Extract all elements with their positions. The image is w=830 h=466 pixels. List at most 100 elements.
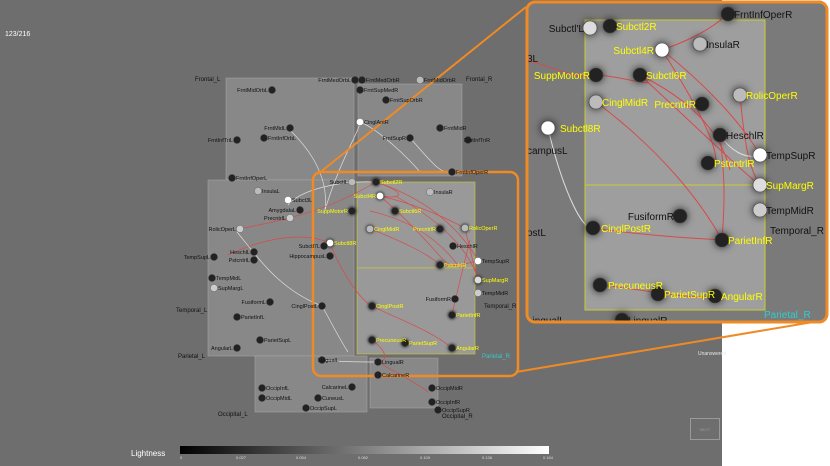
graph-node[interactable] — [233, 344, 241, 352]
graph-node[interactable] — [320, 242, 328, 250]
graph-node[interactable] — [416, 76, 424, 84]
graph-node[interactable] — [358, 76, 366, 84]
graph-node[interactable] — [474, 276, 482, 284]
zoom-graph-node[interactable] — [582, 20, 598, 36]
graph-node[interactable] — [250, 248, 258, 256]
graph-node[interactable] — [382, 96, 390, 104]
graph-node[interactable] — [448, 311, 456, 319]
node-label: SupMargL — [218, 286, 243, 292]
graph-node[interactable] — [258, 394, 266, 402]
graph-node[interactable] — [434, 406, 442, 414]
graph-node[interactable] — [448, 168, 456, 176]
zoom-graph-node[interactable] — [714, 232, 730, 248]
graph-node[interactable] — [428, 398, 436, 406]
graph-node[interactable] — [254, 187, 262, 195]
zoom-graph-node[interactable] — [585, 220, 601, 236]
zoom-graph-node[interactable] — [752, 202, 768, 218]
graph-node[interactable] — [314, 394, 322, 402]
legend-tick: 0.109 — [420, 455, 431, 460]
graph-node[interactable] — [348, 178, 356, 186]
region-temporal-l — [207, 179, 355, 357]
graph-node[interactable] — [451, 295, 459, 303]
zoom-graph-node[interactable] — [592, 277, 608, 293]
graph-node[interactable] — [286, 214, 294, 222]
graph-node[interactable] — [258, 384, 266, 392]
graph-node[interactable] — [348, 207, 356, 215]
graph-node[interactable] — [474, 289, 482, 297]
graph-node[interactable] — [256, 336, 264, 344]
zoom-graph-node[interactable] — [672, 208, 688, 224]
graph-node[interactable] — [286, 124, 294, 132]
zoom-graph-node[interactable] — [692, 36, 708, 52]
graph-node[interactable] — [391, 207, 399, 215]
graph-node[interactable] — [368, 336, 376, 344]
zoom-graph-node[interactable] — [707, 288, 723, 304]
next-button[interactable]: NEXT — [690, 418, 720, 440]
zoom-graph-node[interactable] — [614, 312, 630, 327]
graph-node[interactable] — [374, 371, 382, 379]
graph-node[interactable] — [208, 274, 216, 282]
graph-node[interactable] — [296, 206, 304, 214]
graph-node[interactable] — [233, 136, 241, 144]
zoom-graph-node[interactable] — [632, 67, 648, 83]
graph-node[interactable] — [284, 196, 292, 204]
node-label: OccipInfL — [266, 386, 289, 392]
graph-node[interactable] — [449, 242, 457, 250]
graph-node[interactable] — [268, 86, 276, 94]
graph-node[interactable] — [326, 252, 334, 260]
graph-node[interactable] — [260, 134, 268, 142]
node-label: LingualR — [382, 360, 404, 366]
graph-node[interactable] — [318, 356, 326, 364]
zoom-graph-node[interactable] — [732, 87, 748, 103]
legend-tick: 0 — [180, 455, 183, 460]
graph-node[interactable] — [368, 302, 376, 310]
zoom-graph-node[interactable] — [654, 42, 670, 58]
node-label: TempSupR — [482, 259, 509, 265]
zoom-graph-node[interactable] — [752, 177, 768, 193]
graph-node[interactable] — [326, 239, 334, 247]
graph-node[interactable] — [210, 284, 218, 292]
zoom-graph-node[interactable] — [602, 18, 618, 34]
graph-node[interactable] — [401, 339, 409, 347]
graph-node[interactable] — [302, 404, 310, 412]
graph-node[interactable] — [448, 344, 456, 352]
zoom-graph-node[interactable] — [540, 120, 556, 136]
graph-node[interactable] — [436, 261, 444, 269]
graph-node[interactable] — [376, 192, 384, 200]
node-label: FrntMidOrbR — [424, 78, 456, 84]
zoom-graph-node[interactable] — [694, 96, 710, 112]
graph-node[interactable] — [236, 225, 244, 233]
graph-node[interactable] — [356, 118, 364, 126]
graph-node[interactable] — [366, 225, 374, 233]
graph-node[interactable] — [372, 178, 380, 186]
graph-node[interactable] — [426, 188, 434, 196]
graph-node[interactable] — [228, 174, 236, 182]
graph-node[interactable] — [250, 256, 258, 264]
graph-node[interactable] — [436, 124, 444, 132]
zoom-node-layer — [540, 6, 768, 327]
graph-node[interactable] — [374, 358, 382, 366]
graph-node[interactable] — [436, 225, 444, 233]
node-label: FusiformL — [242, 300, 266, 306]
graph-node[interactable] — [348, 383, 356, 391]
graph-node[interactable] — [428, 384, 436, 392]
zoom-graph-node[interactable] — [588, 94, 604, 110]
zoom-graph-node[interactable] — [588, 67, 604, 83]
graph-node[interactable] — [474, 257, 482, 265]
zoom-graph-node[interactable] — [650, 286, 666, 302]
node-label: campusL — [527, 146, 568, 157]
legend-title: Lightness — [131, 449, 166, 458]
graph-node[interactable] — [461, 224, 469, 232]
zoom-graph-node[interactable] — [712, 127, 728, 143]
graph-node[interactable] — [266, 298, 274, 306]
zoom-graph-node[interactable] — [752, 147, 768, 163]
graph-node[interactable] — [233, 313, 241, 321]
node-label: Subctl6R — [646, 71, 687, 82]
graph-node[interactable] — [210, 253, 218, 261]
graph-node[interactable] — [318, 302, 326, 310]
graph-node[interactable] — [464, 136, 472, 144]
graph-node[interactable] — [406, 134, 414, 142]
graph-node[interactable] — [356, 86, 364, 94]
zoom-graph-node[interactable] — [720, 6, 736, 22]
zoom-graph-node[interactable] — [700, 155, 716, 171]
